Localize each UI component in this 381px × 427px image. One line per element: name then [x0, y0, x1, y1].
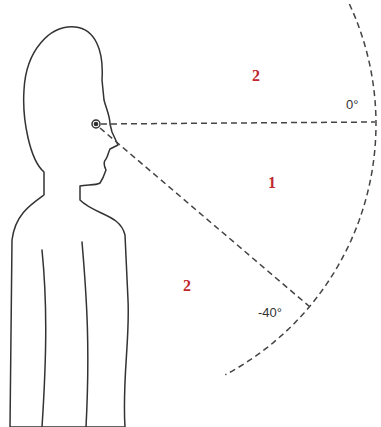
pupil: [94, 122, 97, 125]
eye: [92, 120, 100, 128]
zone-number: 2: [252, 68, 260, 84]
arm-outline: [42, 242, 88, 427]
angle-label: -40°: [258, 306, 282, 319]
zone-number: 2: [183, 278, 191, 294]
angle-label: 0°: [346, 98, 358, 111]
lower-sight-line: [100, 128, 310, 307]
human-figure: [10, 27, 128, 427]
horizontal-sight-line: [101, 122, 375, 124]
visual-field-arc: [225, 4, 376, 375]
zone-number: 1: [268, 175, 276, 191]
